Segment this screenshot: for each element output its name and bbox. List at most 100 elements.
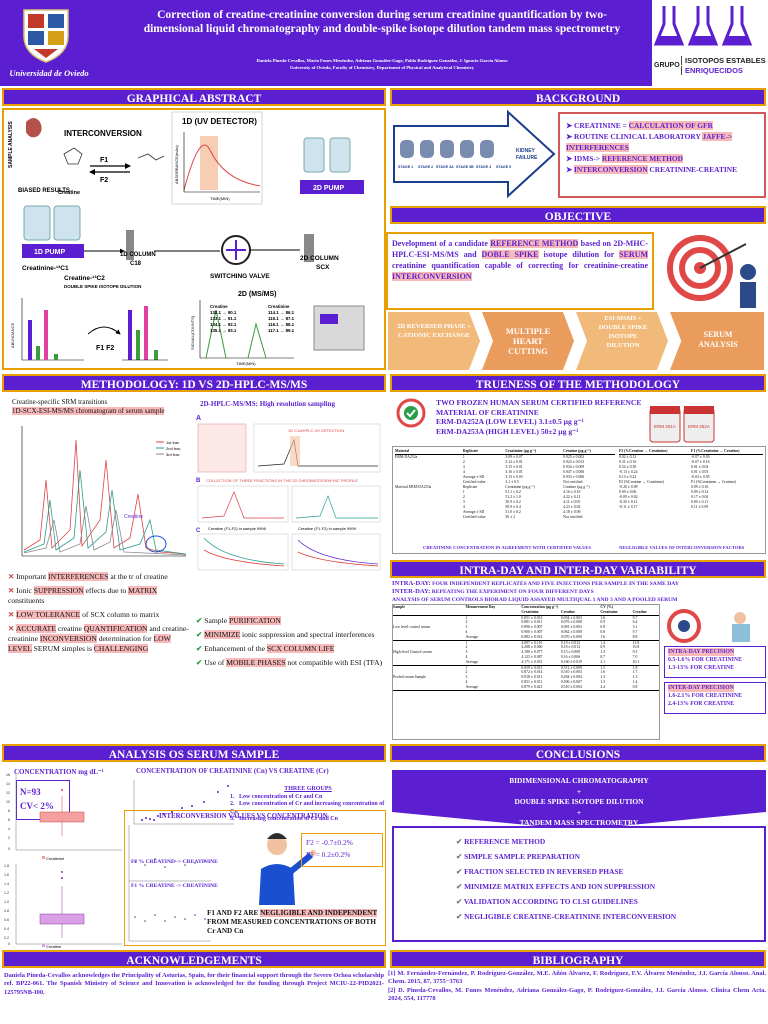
target-check-icon bbox=[396, 398, 426, 428]
objective-step: SERUM ANALYSIS bbox=[670, 312, 764, 370]
table-cell: 4 bbox=[465, 629, 468, 634]
svg-text:BIASED RESULTS: BIASED RESULTS bbox=[18, 188, 70, 194]
table-cell: 51.0 ± 0.2 bbox=[505, 510, 521, 514]
table-cell: -0.03 ± 0.05 bbox=[691, 475, 710, 479]
svg-text:1D PUMP: 1D PUMP bbox=[34, 249, 65, 256]
check-icon: ✔ bbox=[196, 616, 203, 625]
table-cell: 0.925 ± 0.002 bbox=[563, 455, 585, 459]
table-cell: 0.851 ± 0.013 bbox=[521, 615, 543, 620]
table-cell: Average bbox=[465, 659, 479, 664]
table-cell: 0.18 ± 0.014 bbox=[560, 645, 580, 650]
svg-text:Creatinine: Creatinine bbox=[46, 856, 65, 861]
table-cell: Material ERM-DA253a bbox=[395, 485, 432, 489]
svg-text:A: A bbox=[196, 415, 201, 422]
table-cell: 4.097 ± 0.110 bbox=[521, 640, 543, 645]
table-cell: 0.09 ± 0.12 bbox=[691, 490, 709, 494]
intra-precision-box: INTRA-DAY PRECISION 0.5-1.6% FOR CREATIN… bbox=[664, 646, 766, 678]
pro-item: ✔ Sample PURIFICATION bbox=[196, 616, 281, 625]
graphical-abstract-title: GRAPHICAL ABSTRACT bbox=[2, 88, 386, 106]
table-cell: 0.859 ± 0.013 bbox=[521, 665, 543, 670]
table-cell: 1.5 bbox=[600, 665, 606, 670]
svg-text:2nd frac: 2nd frac bbox=[166, 446, 180, 451]
table-cell: 1.4 bbox=[600, 640, 606, 645]
table-cell: 4.16 ± 0.19 bbox=[563, 490, 581, 494]
svg-text:116.1 → 88.1: 116.1 → 88.1 bbox=[268, 322, 295, 327]
table-cell: 3.12 ± 0.01 bbox=[505, 460, 523, 464]
table-cell: 3 bbox=[465, 625, 468, 630]
table-cell: 0.076 ± 0.008 bbox=[560, 620, 582, 625]
crm-vials: ERM 251A ERM 252A bbox=[648, 404, 718, 444]
table-row: F2 (%Creatine → Creatinine)F1 (%Creatini… bbox=[619, 480, 763, 485]
pro-item: ✔ Enhancement of the SCX COLUMN LIFE bbox=[196, 644, 335, 653]
table-cell: Certified value bbox=[462, 515, 486, 519]
table-cell: 1 bbox=[462, 455, 465, 459]
table-cell: 0.882 ± 0.014 bbox=[521, 634, 543, 639]
table-row: 0.31 ± 0.16-0.07 ± 0.16 bbox=[619, 460, 763, 465]
svg-text:134.1 → 92.1: 134.1 → 92.1 bbox=[210, 322, 237, 327]
svg-text:TIME(MIN): TIME(MIN) bbox=[210, 196, 230, 201]
table-cell: 0.19 ± 0.013 bbox=[560, 640, 580, 645]
interconversion-conclusion: F1 AND F2 ARE NEGLIGIBLE AND INDEPENDENT… bbox=[207, 909, 378, 935]
table-cell: 1.6 bbox=[600, 670, 606, 675]
svg-text:0: 0 bbox=[8, 942, 10, 946]
table-cell: Average bbox=[465, 634, 479, 639]
svg-text:2D (MS/MS): 2D (MS/MS) bbox=[238, 291, 277, 298]
svg-text:0.8: 0.8 bbox=[4, 909, 9, 913]
background-list-box: ➤ CREATININE = CALCULATION OF GFR ➤ ROUT… bbox=[558, 112, 766, 198]
svg-text:F1 F2: F1 F2 bbox=[96, 345, 114, 352]
cross-icon: ✕ bbox=[8, 572, 15, 581]
conclusion-item: ✔ VALIDATION ACCORDING TO CLSI GUIDELINE… bbox=[456, 897, 638, 906]
group-logo: GRUPO ISOTOPOS ESTABLES ENRIQUECIDOS bbox=[652, 0, 768, 86]
background-item: ➤ CREATININE = CALCULATION OF GFR bbox=[566, 121, 713, 130]
svg-text:12: 12 bbox=[6, 791, 10, 795]
svg-text:0.4: 0.4 bbox=[4, 927, 9, 931]
table-cell: 4.18 ± 0.06 bbox=[563, 510, 581, 514]
sample-name-cell: Low level control serum bbox=[393, 625, 431, 630]
svg-text:114.1 → 86.1: 114.1 → 86.1 bbox=[268, 310, 295, 315]
table-cell: 51.2 ± 1.0 bbox=[505, 495, 521, 499]
background-item: ➤ IDMS-> REFERENCE METHOD bbox=[566, 154, 683, 163]
table-cell: 0.8 bbox=[600, 629, 606, 634]
table-cell: 0.924 ± 0.013 bbox=[563, 460, 585, 464]
svg-text:KIDNEY: KIDNEY bbox=[516, 148, 536, 154]
table-cell: -0.13 ± 0.24 bbox=[619, 470, 638, 474]
table-cell: 0.872 ± 0.014 bbox=[521, 670, 543, 675]
bottle-icon bbox=[303, 137, 325, 173]
reference-item: [1] M. Fernández-Fernández, P. Rodríguez… bbox=[388, 970, 766, 986]
table-cell: 3.09 ± 0.07 bbox=[505, 455, 523, 459]
svg-text:1D (UV DETECTOR): 1D (UV DETECTOR) bbox=[182, 117, 257, 126]
svg-text:STAGE 1: STAGE 1 bbox=[398, 165, 413, 169]
table-cell: 4.123 ± 0.087 bbox=[521, 654, 543, 659]
table-cell: 10.1 bbox=[632, 659, 640, 664]
hplc-panels: A 1D C18/HPLC UV DETECTION B COLLECTION … bbox=[194, 410, 384, 572]
svg-text:ABUNDANCE: ABUNDANCE bbox=[10, 323, 15, 348]
svg-text:STAGE 2: STAGE 2 bbox=[418, 165, 433, 169]
svg-text:SWITCHING VALVE: SWITCHING VALVE bbox=[210, 273, 270, 280]
table-cell: 0.506 ± 0.007 bbox=[560, 679, 582, 684]
table-cell: 9.7 bbox=[632, 615, 638, 620]
table-cell: 0.7 bbox=[600, 654, 606, 659]
check-icon: ✔ bbox=[456, 837, 463, 846]
table-cell: 1.3 bbox=[600, 675, 606, 680]
flasks-icon bbox=[653, 6, 753, 46]
precision-target-icon bbox=[666, 608, 764, 644]
svg-text:1.4: 1.4 bbox=[4, 882, 9, 886]
svg-text:DOUBLE SPIKE ISOTOPE DILUTION: DOUBLE SPIKE ISOTOPE DILUTION bbox=[64, 284, 141, 289]
table-cell: 0.09 ± 0.16 bbox=[691, 485, 709, 489]
svg-text:ERM 251A: ERM 251A bbox=[654, 424, 676, 429]
svg-text:2: 2 bbox=[8, 836, 10, 840]
table-cell: 3.16 ± 0.01 bbox=[505, 470, 523, 474]
